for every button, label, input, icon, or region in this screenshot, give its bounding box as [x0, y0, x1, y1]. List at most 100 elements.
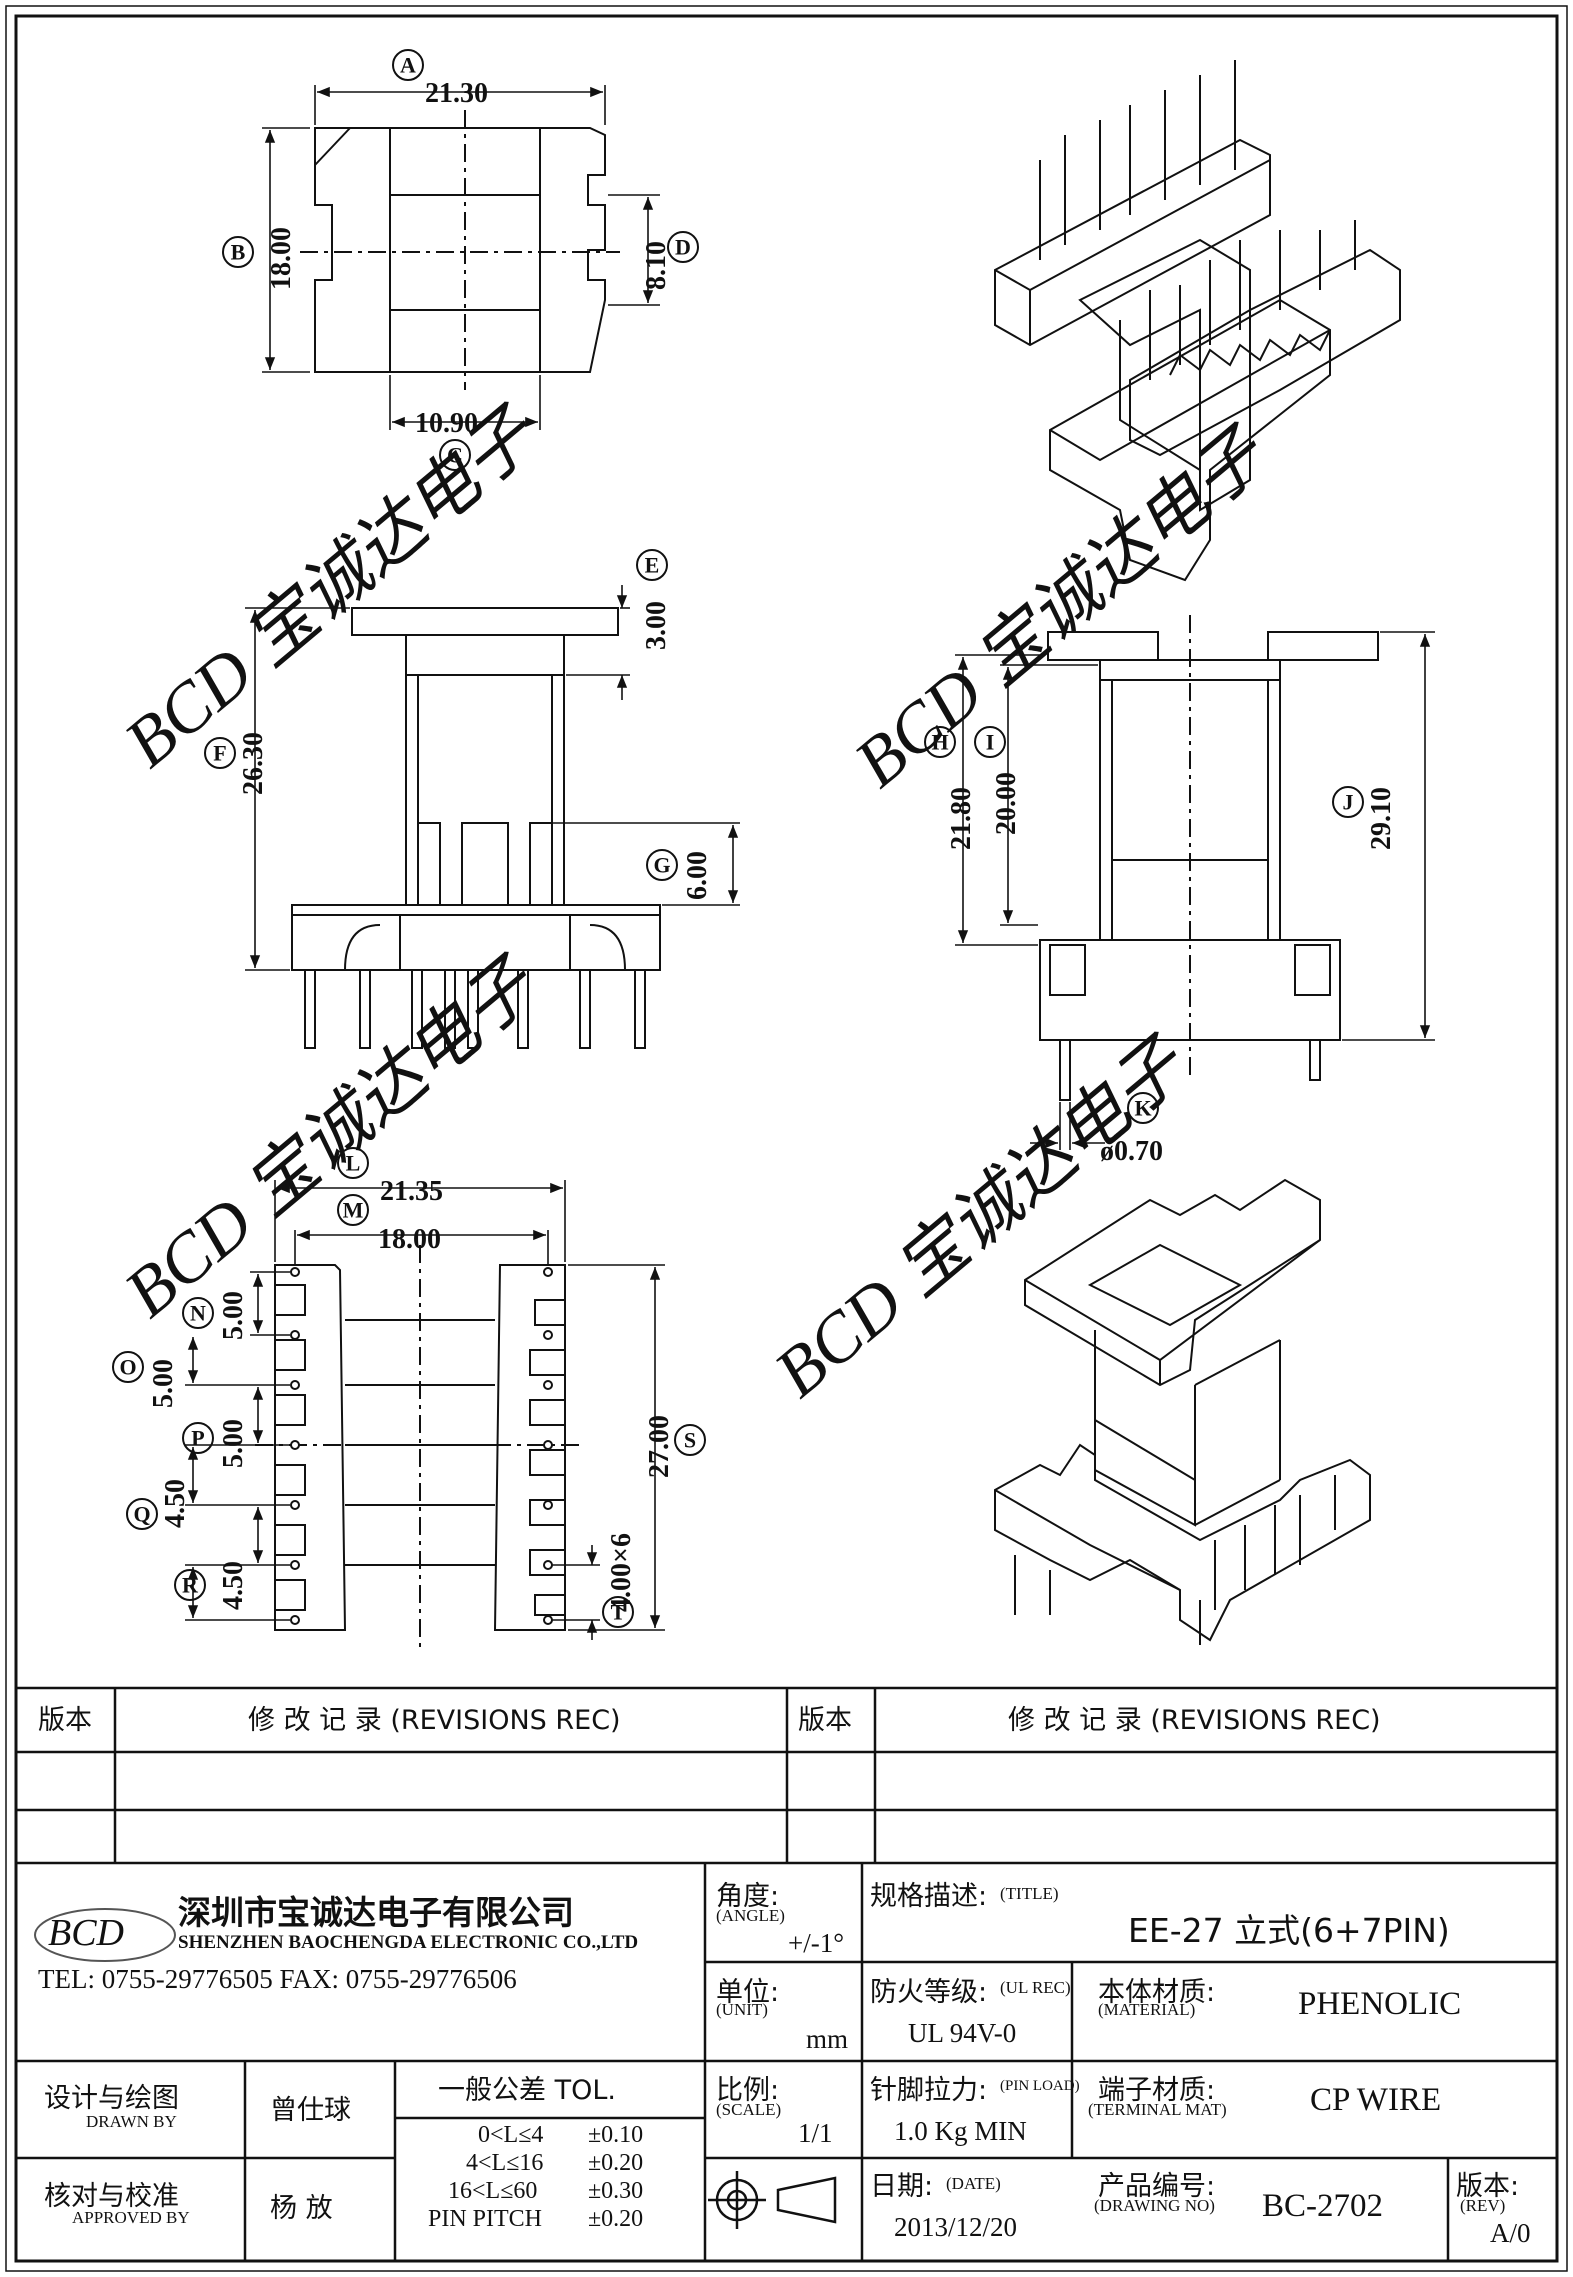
company-contact: TEL: 0755-29776505 FAX: 0755-29776506 [38, 1964, 517, 1994]
isometric-view-flange-up [994, 1178, 1371, 1645]
dim-q-value: 4.50 [160, 1479, 191, 1528]
unit-sub: (UNIT) [716, 2000, 768, 2019]
date-value: 2013/12/20 [894, 2212, 1018, 2242]
pinload-value: 1.0 Kg MIN [894, 2116, 1027, 2146]
balloon-c: C [447, 443, 463, 468]
svg-text:BCD 宝诚达电子: BCD 宝诚达电子 [111, 944, 552, 1332]
approved-name: 杨 放 [270, 2193, 333, 2224]
drawing-no-value: BC-2702 [1262, 2188, 1384, 2224]
tol-value-2: ±0.30 [588, 2178, 644, 2204]
pinload-sub: (PIN LOAD) [1000, 2078, 1080, 2094]
tol-range-3: PIN PITCH [428, 2206, 543, 2232]
dim-c-value: 10.90 [415, 408, 478, 439]
tol-range-0: 0<L≤4 [478, 2122, 544, 2148]
title-sub: (TITLE) [1000, 1884, 1059, 1903]
balloon-b: B [231, 240, 246, 265]
drawing-no-label: 产品编号: [1098, 2171, 1216, 2202]
angle-value: +/-1° [788, 1928, 845, 1958]
angle-sub: (ANGLE) [716, 1906, 785, 1925]
dim-j-value: 29.10 [1366, 787, 1397, 850]
approved-label: 核对与校准 [44, 2181, 179, 2212]
tol-value-0: ±0.10 [588, 2122, 644, 2148]
terminal-sub: (TERMINAL MAT) [1088, 2100, 1227, 2119]
dim-f-value: 26.30 [238, 732, 269, 795]
front-view [291, 607, 661, 1049]
company-name-cn: 深圳市宝诚达电子有限公司 [178, 1893, 574, 1932]
title-label: 规格描述: [870, 1881, 988, 1912]
tol-value-1: ±0.20 [588, 2150, 644, 2176]
date-label: 日期: [870, 2171, 934, 2202]
projection-angle-icon [708, 2171, 837, 2229]
dim-r-value: 4.50 [218, 1561, 249, 1610]
svg-text:BCD: BCD [48, 1912, 124, 1954]
balloon-k: K [1134, 1096, 1151, 1121]
dim-t-value: 4.00×6 [606, 1533, 637, 1612]
tol-range-1: 4<L≤16 [466, 2150, 544, 2176]
company-name-en: SHENZHEN BAOCHENGDA ELECTRONIC CO.,LTD [178, 1932, 639, 1953]
dimension-lines [185, 85, 1435, 1640]
dim-p-value: 5.00 [218, 1419, 249, 1468]
dim-g-value: 6.00 [682, 851, 713, 900]
dimension-balloons [112, 49, 1364, 1628]
material-label: 本体材质: [1098, 1977, 1216, 2008]
dim-l-value: 21.35 [380, 1176, 443, 1207]
scale-value: 1/1 [798, 2118, 833, 2148]
svg-text:BCD 宝诚达电子: BCD 宝诚达电子 [761, 1024, 1202, 1412]
approved-sub: APPROVED BY [72, 2208, 190, 2227]
dim-s-value: 27.00 [644, 1415, 675, 1478]
dim-a-value: 21.30 [425, 78, 488, 109]
date-sub: (DATE) [946, 2174, 1001, 2193]
balloon-a: A [400, 53, 416, 78]
ul-label: 防火等级: [870, 1977, 988, 2008]
rev-header-version-right: 版本 [798, 1705, 852, 1736]
isometric-view-pins-up [994, 60, 1401, 582]
balloon-j: J [1343, 790, 1354, 815]
svg-text:BCD 宝诚达电子: BCD 宝诚达电子 [841, 414, 1282, 802]
dim-b-value: 18.00 [266, 227, 297, 290]
dim-o-value: 5.00 [148, 1359, 179, 1408]
balloon-o: O [119, 1355, 136, 1380]
tolerance-header: 一般公差 TOL. [438, 2075, 616, 2106]
tol-value-3: ±0.20 [588, 2206, 644, 2232]
title-block: 版本 修 改 记 录 (REVISIONS REC) 版本 修 改 记 录 (R… [28, 1688, 1546, 2258]
balloon-h: H [931, 730, 948, 755]
balloon-d: D [675, 235, 691, 260]
svg-text:BCD 宝诚达电子: BCD 宝诚达电子 [111, 394, 552, 782]
company-logo: BCD [34, 1908, 176, 1962]
balloon-m: M [343, 1198, 364, 1223]
dim-d-value: 8.10 [641, 241, 672, 290]
drawn-label: 设计与绘图 [44, 2083, 179, 2114]
side-view [1039, 615, 1379, 1101]
ul-sub: (UL REC) [1000, 1978, 1071, 1997]
rev-header-record-right: 修 改 记 录 (REVISIONS REC) [1008, 1705, 1381, 1736]
balloon-t: T [611, 1600, 626, 1625]
drawing-no-sub: (DRAWING NO) [1094, 2196, 1215, 2215]
watermark-bcd-icon: BCD 宝诚达电子 BCD 宝诚达电子 BCD 宝诚达电子 BCD 宝诚达电子 [111, 394, 1282, 1412]
terminal-value: CP WIRE [1310, 2082, 1442, 2118]
title-block-grid [16, 1686, 1557, 2261]
dim-n-value: 5.00 [218, 1291, 249, 1340]
dim-k-value: ø0.70 [1100, 1136, 1163, 1167]
balloon-e: E [645, 553, 660, 578]
balloon-f: F [213, 741, 226, 766]
angle-label: 角度: [716, 1881, 780, 1912]
balloon-p: P [191, 1426, 204, 1451]
unit-value: mm [806, 2024, 849, 2054]
balloon-s: S [684, 1428, 696, 1453]
dim-h-value: 21.80 [946, 787, 977, 850]
balloon-n: N [190, 1301, 206, 1326]
outer-frame [5, 5, 1568, 2272]
balloon-i: I [986, 730, 995, 755]
rev-label: 版本: [1456, 2171, 1520, 2202]
drawn-sub: DRAWN BY [86, 2112, 177, 2131]
top-view [300, 110, 620, 390]
scale-sub: (SCALE) [716, 2100, 782, 2119]
pinload-label: 针脚拉力: [870, 2075, 988, 2106]
drawn-name: 曾仕球 [270, 2095, 351, 2126]
bottom-view [255, 1245, 585, 1650]
rev-value: A/0 [1490, 2218, 1531, 2248]
scale-label: 比例: [716, 2075, 780, 2106]
inner-frame [14, 14, 1559, 2263]
front-pins [304, 969, 646, 1049]
rev-sub: (REV) [1460, 2196, 1506, 2215]
